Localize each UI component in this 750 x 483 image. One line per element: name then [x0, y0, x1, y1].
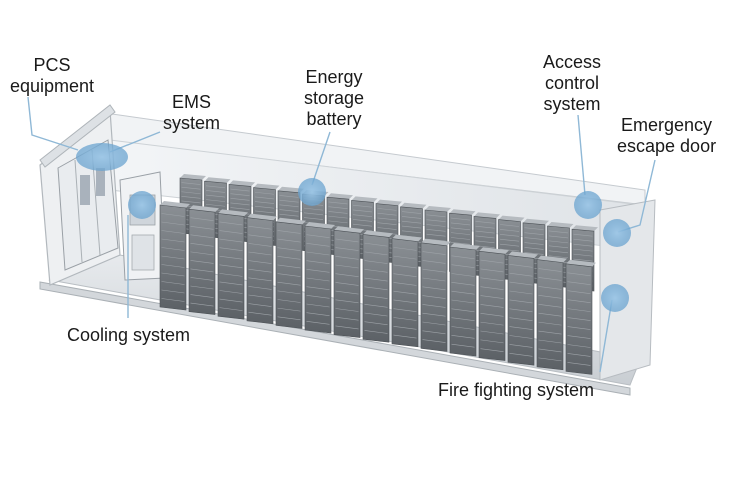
- cooling-marker: [128, 191, 156, 219]
- pcs-equipment-label: PCS equipment: [10, 55, 94, 97]
- emergency-escape-door-label: Emergency escape door: [617, 115, 716, 157]
- battery-rack-front: [304, 222, 335, 334]
- access-control-system-label: Access control system: [543, 52, 601, 115]
- battery-rack-front: [420, 238, 451, 352]
- battery-label-line-3: battery: [306, 109, 362, 129]
- ems-cooling-unit: [119, 171, 166, 281]
- ems-label-line-2: system: [163, 113, 221, 133]
- battery-rack-front-row: [159, 201, 596, 375]
- battery-label-line-1: Energy: [305, 67, 363, 87]
- battery-rack-front: [536, 255, 567, 371]
- battery-rack-front: [362, 230, 393, 343]
- pcs-marker: [76, 143, 128, 171]
- fire-marker: [601, 284, 629, 312]
- location-markers: [76, 143, 631, 312]
- fire-fighting-system-label: Fire fighting system: [438, 380, 595, 400]
- energy-storage-battery-label: Energy storage battery: [304, 67, 364, 130]
- ems-label-line-1: EMS: [172, 92, 212, 112]
- fire-leader-line: [599, 299, 613, 373]
- escape-label-line-1: Emergency: [621, 115, 713, 135]
- escape-label-line-2: escape door: [617, 136, 717, 156]
- pcs-cabinets: [57, 139, 119, 271]
- battery-rack-front: [391, 234, 422, 348]
- ems-system-label: EMS system: [163, 92, 220, 134]
- pcs-label-line-2: equipment: [10, 76, 95, 96]
- access-leader-line: [577, 114, 586, 196]
- access-label-line-1: Access: [543, 52, 602, 72]
- access-marker: [574, 191, 602, 219]
- battery-rack-front: [246, 213, 277, 325]
- battery-rack-front: [565, 259, 596, 375]
- pcs-leader-line: [27, 96, 79, 151]
- battery-rack-front: [217, 209, 248, 320]
- battery-marker: [298, 178, 326, 206]
- battery-rack-front: [449, 243, 480, 357]
- access-label-line-3: system: [543, 94, 601, 114]
- battery-rack-front: [188, 205, 219, 315]
- pcs-label-line-1: PCS: [33, 55, 71, 75]
- access-label-line-2: control: [545, 73, 600, 93]
- battery-rack-front: [275, 217, 306, 329]
- battery-rack-front: [478, 247, 509, 361]
- cooling-system-label: Cooling system: [67, 325, 191, 345]
- escape-marker: [603, 219, 631, 247]
- battery-rack-front: [333, 226, 364, 338]
- battery-leader-line: [311, 131, 331, 186]
- battery-rack-front: [507, 251, 538, 366]
- battery-rack-front: [159, 201, 190, 311]
- battery-label-line-2: storage: [304, 88, 365, 108]
